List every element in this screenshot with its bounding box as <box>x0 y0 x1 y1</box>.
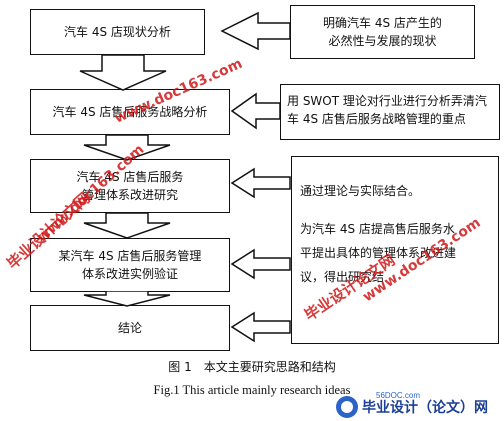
box-text: 汽车 4S 店现状分析 <box>64 25 171 39</box>
box-theory-practice: 通过理论与实际结合。 为汽车 4S 店提高售后服务水 平提出具体的管理体系改进建… <box>291 156 499 344</box>
box-conclusion: 结论 <box>30 305 230 351</box>
left-arrow-icon <box>230 167 291 199</box>
box-text: 通过理论与实际结合。 <box>300 184 421 198</box>
logo-url: 56DOC.com <box>376 391 421 400</box>
box-text: 平提出具体的管理体系改进建 <box>300 246 457 260</box>
logo-text: 毕业设计（论文）网 <box>362 400 488 416</box>
box-management-system-research: 汽车 4S 店售后服务 管理体系改进研究 <box>30 159 230 213</box>
down-arrow-icon <box>79 55 167 91</box>
down-arrow-icon <box>83 291 171 307</box>
figure-caption-chinese: 图 1 本文主要研究思路和结构 <box>168 360 336 374</box>
box-text: 汽车 4S 店售后服务战略分析 <box>52 105 208 119</box>
box-text: 必然性与发展的现状 <box>328 34 437 48</box>
box-text: 为汽车 4S 店提高售后服务水 <box>300 222 455 236</box>
left-arrow-icon <box>220 11 291 51</box>
box-text: 车 4S 店售后服务战略管理的重点 <box>287 112 466 126</box>
site-logo: 毕业设计（论文）网 <box>336 394 502 420</box>
left-arrow-icon <box>230 92 281 130</box>
logo-icon <box>336 396 358 418</box>
figure-caption-english: Fig.1 This article mainly research ideas <box>153 383 351 397</box>
box-text: 明确汽车 4S 店产生的 <box>323 16 442 30</box>
box-text: 议，得出研究结 <box>300 270 385 284</box>
box-strategy-analysis: 汽车 4S 店售后服务战略分析 <box>30 89 230 135</box>
down-arrow-icon <box>83 213 171 239</box>
box-text: 汽车 4S 店售后服务 <box>76 170 184 184</box>
box-text: 体系改进实例验证 <box>81 267 178 281</box>
left-arrow-icon <box>230 311 291 343</box>
box-text: 某汽车 4S 店售后服务管理 <box>58 249 202 263</box>
box-text: 结论 <box>117 321 142 335</box>
down-arrow-icon <box>83 135 171 161</box>
left-arrow-icon <box>230 248 291 280</box>
box-current-status-analysis: 汽车 4S 店现状分析 <box>30 9 205 55</box>
box-text: 用 SWOT 理论对行业进行分析弄清汽 <box>287 94 487 108</box>
box-case-verification: 某汽车 4S 店售后服务管理 体系改进实例验证 <box>30 238 230 292</box>
box-text: 管理体系改进研究 <box>81 188 178 202</box>
box-swot-analysis: 用 SWOT 理论对行业进行分析弄清汽 车 4S 店售后服务战略管理的重点 <box>280 84 500 140</box>
box-clarify-necessity: 明确汽车 4S 店产生的 必然性与发展的现状 <box>290 5 475 59</box>
